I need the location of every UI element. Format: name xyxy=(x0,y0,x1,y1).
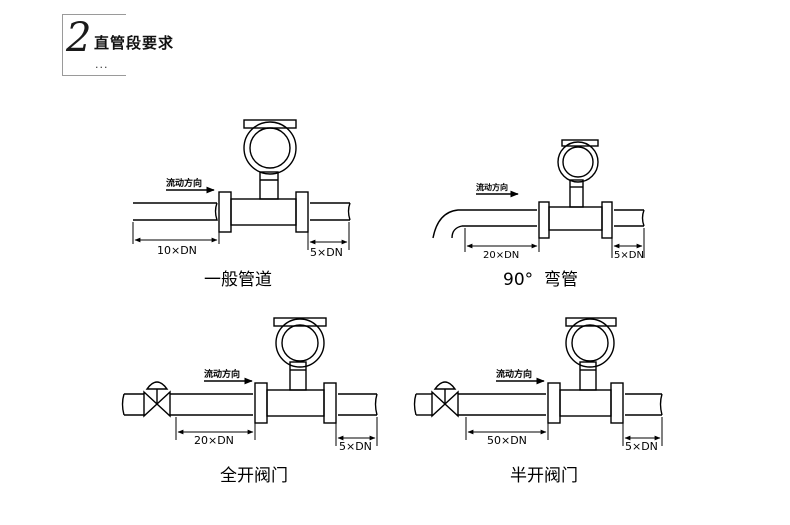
flow-direction-label: 流动方向 xyxy=(476,182,508,192)
caption-general-pipe: 一般管道 xyxy=(204,270,272,290)
diagram-elbow xyxy=(432,139,645,258)
flow-direction-label: 流动方向 xyxy=(166,177,202,189)
downstream-length-label: 5×DN xyxy=(339,440,372,453)
caption-half-open-valve: 半开阀门 xyxy=(510,466,578,486)
upstream-length-label: 10×DN xyxy=(157,244,197,257)
flow-direction-label: 流动方向 xyxy=(496,368,532,380)
section-number: 2 xyxy=(66,15,92,61)
caption-elbow: 90° 弯管 xyxy=(503,270,578,290)
section-title: 直管段要求 xyxy=(94,34,175,52)
section-header-frame xyxy=(62,14,126,76)
diagram-half-open-valve xyxy=(413,317,663,446)
diagram-general-pipe xyxy=(132,119,351,250)
upstream-length-label: 50×DN xyxy=(487,434,527,447)
upstream-length-label: 20×DN xyxy=(483,250,519,261)
caption-full-open-valve: 全开阀门 xyxy=(220,466,288,486)
downstream-length-label: 5×DN xyxy=(614,250,644,261)
upstream-length-label: 20×DN xyxy=(194,434,234,447)
downstream-length-label: 5×DN xyxy=(310,246,343,259)
flow-direction-label: 流动方向 xyxy=(204,368,240,380)
diagram-full-open-valve xyxy=(121,317,378,446)
section-dots: ... xyxy=(95,58,109,71)
downstream-length-label: 5×DN xyxy=(625,440,658,453)
